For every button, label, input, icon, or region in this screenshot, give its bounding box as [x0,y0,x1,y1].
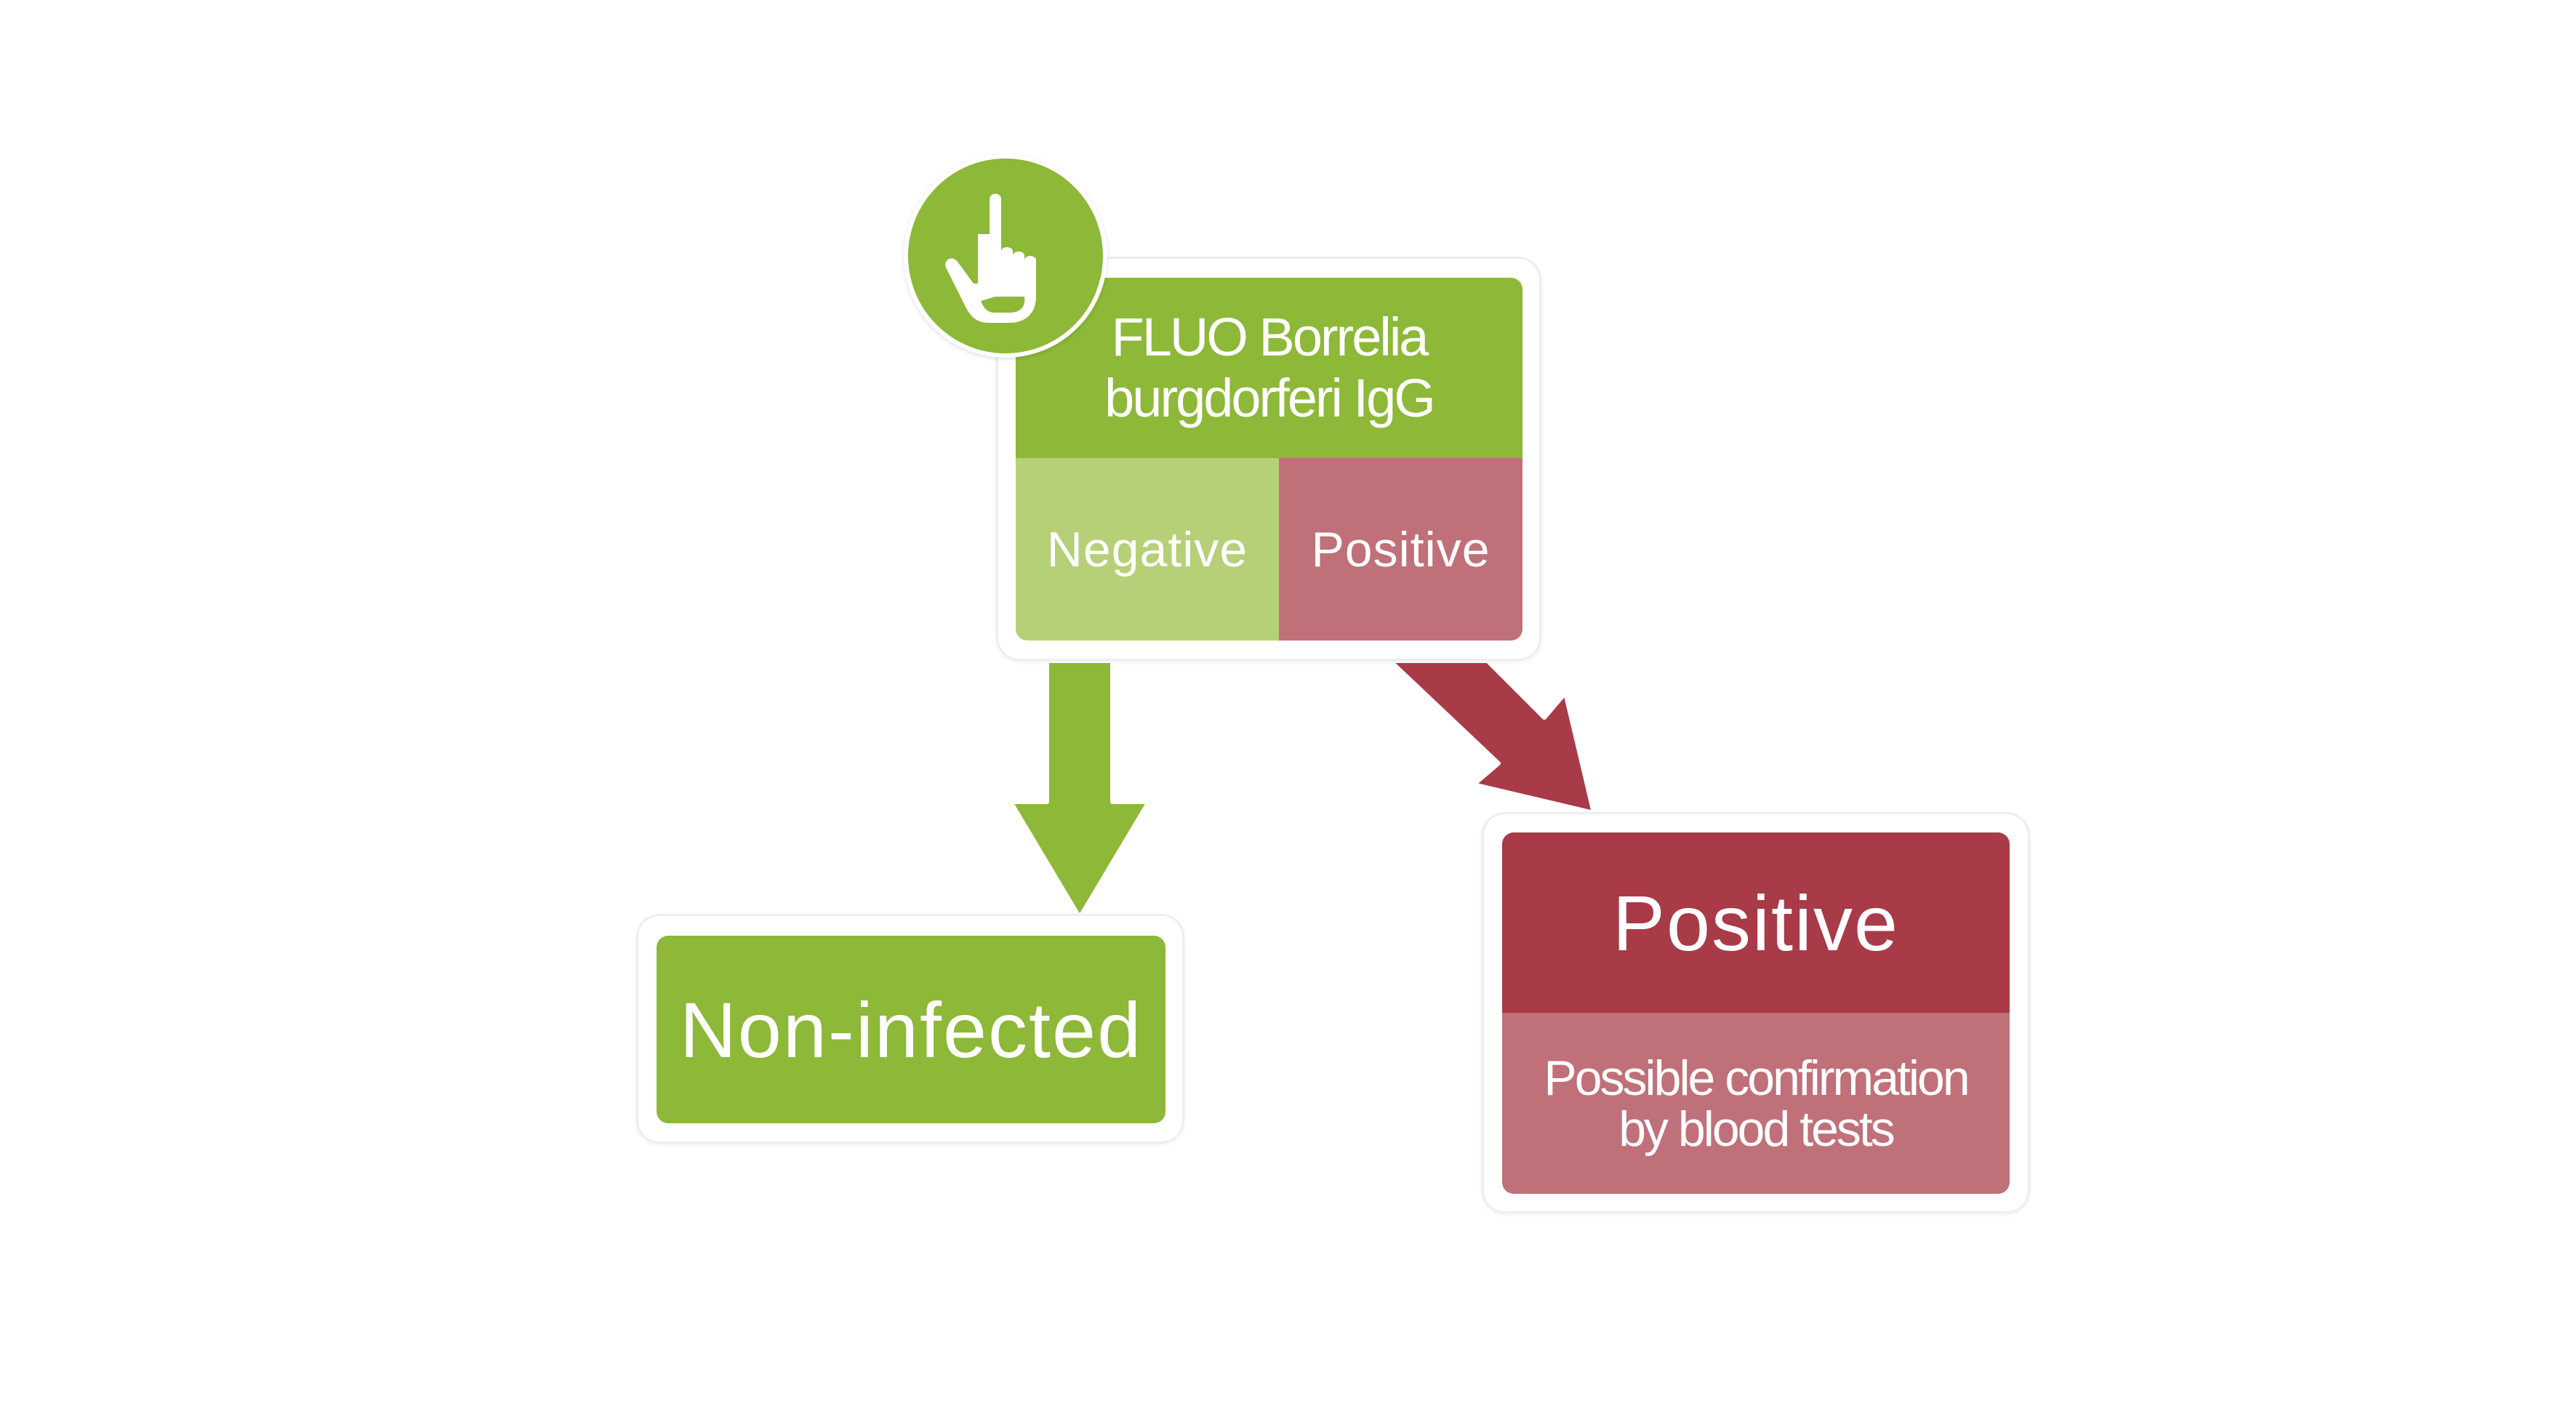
positive-card: Positive Possible confirmation by blood … [1502,832,2010,1194]
negative-option[interactable]: Negative [1016,458,1279,641]
positive-arrow [1388,659,1596,815]
positive-subtitle: Possible confirmation by blood tests [1502,1013,2010,1194]
test-card: FLUO Borrelia burgdorferi IgG Negative P… [1016,278,1522,641]
positive-title: Positive [1502,832,2010,1013]
non-infected-label: Non-infected [679,985,1143,1074]
test-title: FLUO Borrelia burgdorferi IgG [1016,278,1522,458]
negative-arrow [1008,659,1151,920]
hand-pointer-icon [904,154,1107,358]
non-infected-card: Non-infected [657,936,1165,1123]
positive-option[interactable]: Positive [1279,458,1522,641]
